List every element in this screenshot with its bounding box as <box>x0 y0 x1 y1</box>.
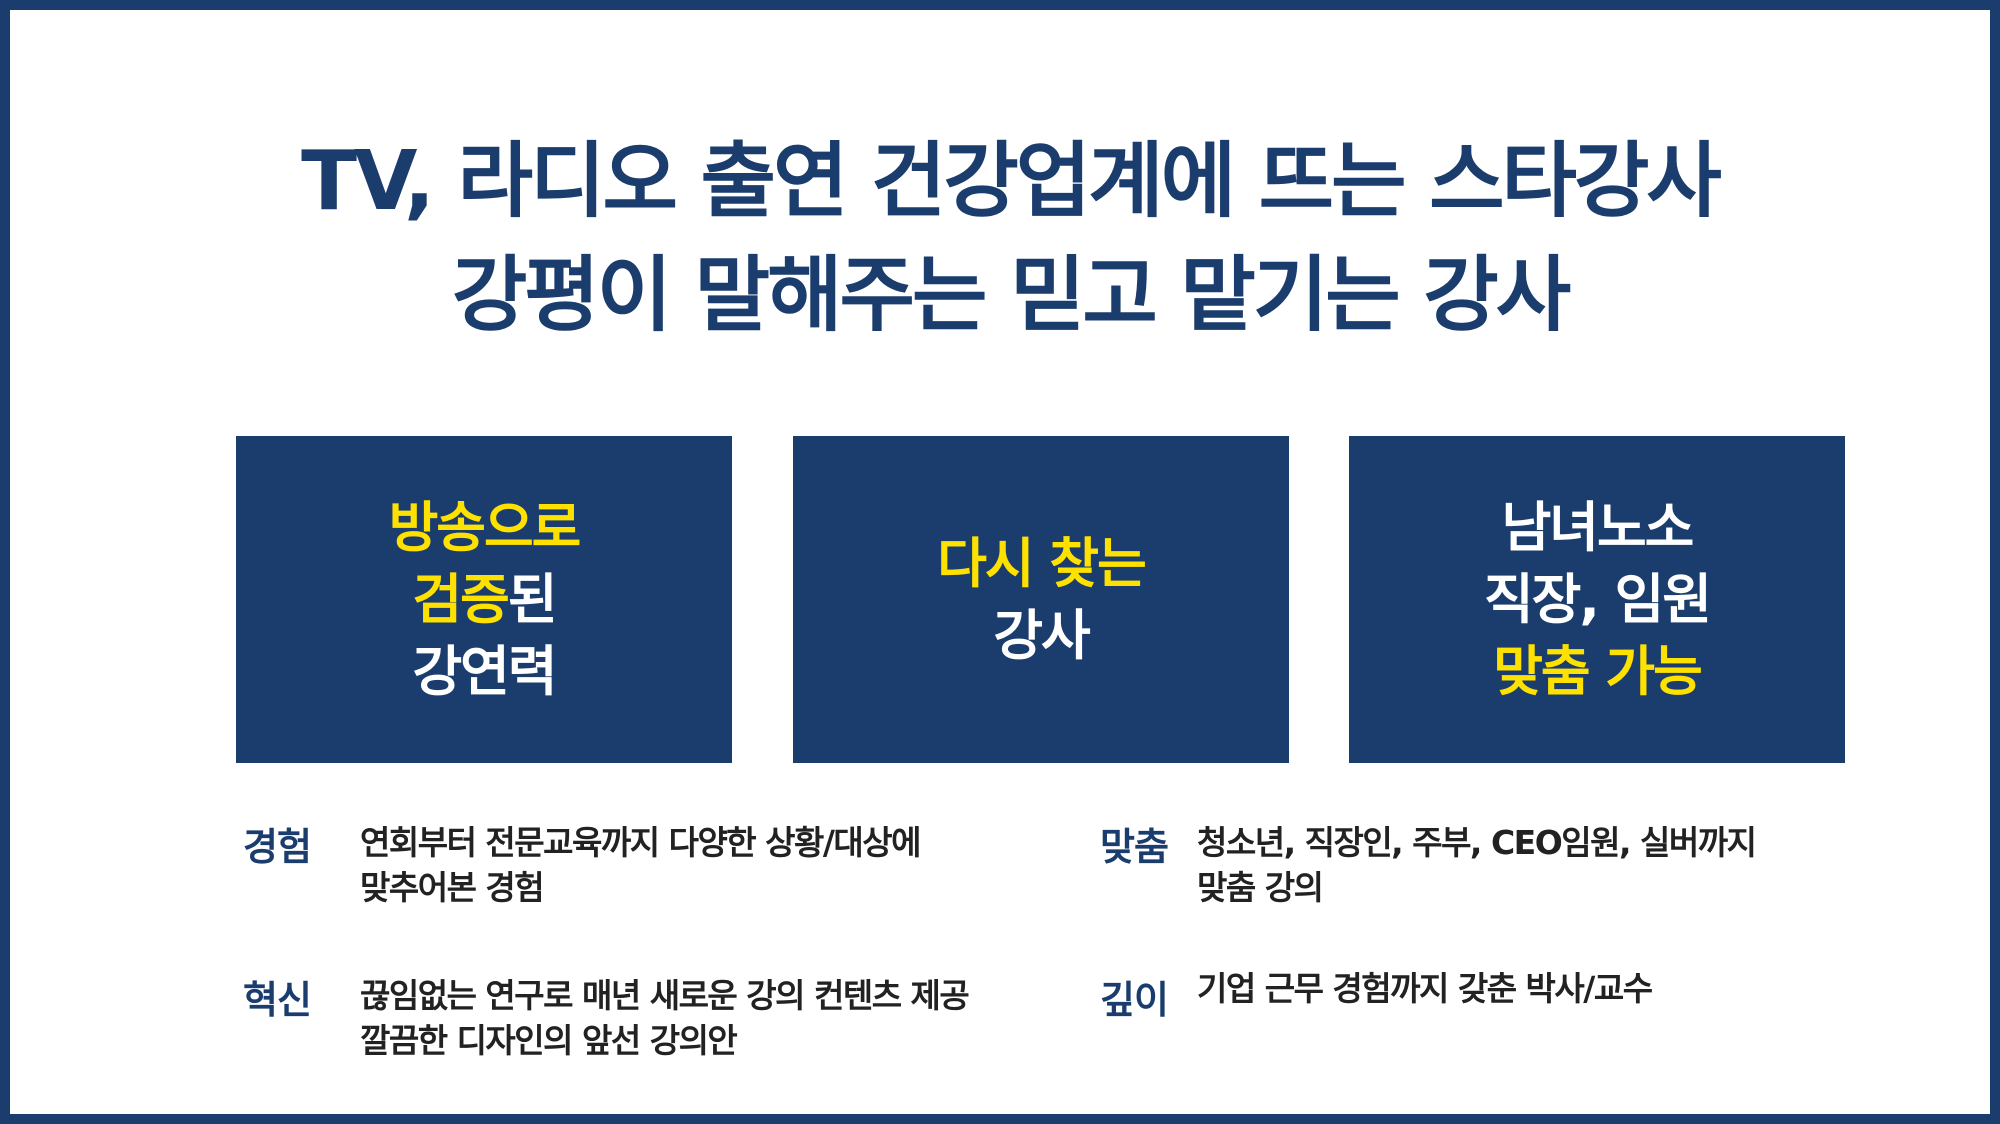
headline-line-1: TV, 라디오 출연 건강업계에 뜨는 스타강사 <box>301 134 1722 229</box>
box-line: 방송으로 <box>388 492 582 564</box>
feature-box-revisit: 다시 찾는 강사 <box>793 436 1289 763</box>
feature-description-line: 연회부터 전문교육까지 다양한 상황/대상에 <box>360 823 922 862</box>
feature-label: 경험 <box>243 825 312 869</box>
box-text-highlight: 맞춤 가능 <box>1493 639 1703 703</box>
feature-description-line: 맞춤 강의 <box>1197 868 1324 907</box>
feature-description-line: 청소년, 직장인, 주부, CEO임원, 실버까지 <box>1197 823 1757 862</box>
feature-description: 기업 근무 경험까지 갖춘 박사/교수 <box>1197 966 1653 1011</box>
box-text-highlight: 방송으로 <box>388 495 582 559</box>
box-text: 강연력 <box>412 639 557 703</box>
feature-description: 끊임없는 연구로 매년 새로운 강의 컨텐츠 제공 깔끔한 디자인의 앞선 강의… <box>360 973 970 1063</box>
feature-label: 혁신 <box>243 978 312 1022</box>
feature-description: 청소년, 직장인, 주부, CEO임원, 실버까지 맞춤 강의 <box>1197 820 1757 910</box>
box-text-highlight: 다시 찾는 <box>937 531 1147 595</box>
box-line: 맞춤 가능 <box>1493 636 1703 708</box>
box-text: 된 <box>507 567 558 631</box>
feature-label: 깊이 <box>1100 978 1169 1022</box>
feature-box-broadcast: 방송으로 검증된 강연력 <box>236 436 732 763</box>
box-line: 강사 <box>993 600 1090 672</box>
box-line: 검증된 <box>412 564 558 636</box>
box-text: 강사 <box>993 603 1090 667</box>
feature-description-line: 끊임없는 연구로 매년 새로운 강의 컨텐츠 제공 <box>360 976 970 1015</box>
box-text: 남녀노소 <box>1501 495 1695 559</box>
feature-description-line: 깔끔한 디자인의 앞선 강의안 <box>360 1021 738 1060</box>
feature-box-custom: 남녀노소 직장, 임원 맞춤 가능 <box>1349 436 1845 763</box>
box-line: 남녀노소 <box>1501 492 1695 564</box>
feature-description: 연회부터 전문교육까지 다양한 상황/대상에 맞추어본 경험 <box>360 820 922 910</box>
box-line: 다시 찾는 <box>937 528 1147 600</box>
box-text: 직장, 임원 <box>1483 567 1712 631</box>
feature-description-line: 기업 근무 경험까지 갖춘 박사/교수 <box>1197 969 1653 1008</box>
box-line: 강연력 <box>412 636 557 708</box>
box-text-highlight: 검증 <box>412 567 509 631</box>
feature-description-line: 맞추어본 경험 <box>360 868 545 907</box>
box-line: 직장, 임원 <box>1483 564 1712 636</box>
feature-label: 맞춤 <box>1100 825 1169 869</box>
headline-line-2: 강평이 말해주는 믿고 맡기는 강사 <box>451 248 1571 343</box>
